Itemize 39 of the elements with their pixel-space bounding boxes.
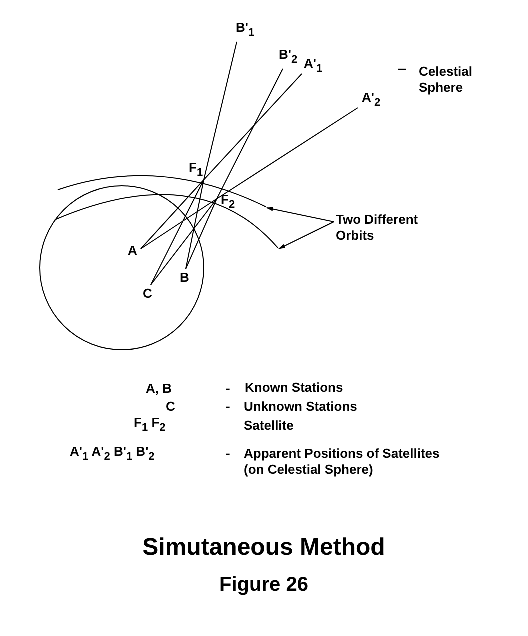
figure-caption: Figure 26: [218, 574, 310, 597]
sight-line: [186, 180, 204, 270]
legend-term: F$_{1}$ F$_{2}$: [134, 415, 166, 436]
point-label: A'$_{2}$: [362, 90, 381, 111]
legend-term: C: [166, 399, 176, 415]
legend-dash: -: [226, 381, 230, 397]
sight-line: [140, 198, 218, 250]
sight-line: [150, 198, 218, 286]
diagram-title: Simutaneous Method: [142, 534, 386, 562]
legend-term: A, B: [146, 381, 172, 397]
sight-line: [216, 68, 284, 200]
orbit-arc-end: [238, 194, 266, 208]
leader-arrow: [266, 207, 334, 222]
legend-dash: -: [226, 446, 230, 462]
dash-mark: –: [398, 62, 407, 78]
point-label: A'$_{1}$: [304, 56, 323, 77]
sight-line: [204, 42, 238, 180]
point-label: B'$_{2}$: [279, 47, 298, 68]
sight-line: [140, 180, 204, 250]
legend-description: Unknown Stations: [244, 399, 358, 415]
legend-description: Satellite: [244, 418, 294, 434]
sight-line: [216, 108, 358, 200]
legend-dash: -: [226, 399, 230, 415]
point-label: B'$_{1}$: [236, 20, 255, 41]
point-label: F$_{2}$: [221, 192, 236, 213]
annotation: Celestial Sphere: [419, 64, 474, 96]
point-label: C: [143, 286, 152, 302]
leader-arrow: [278, 222, 334, 250]
point-label: A: [128, 243, 138, 259]
legend-description: Apparent Positions of Satellites (on Celestial Sphere): [244, 446, 441, 478]
annotation-text: Two Different Orbits: [336, 212, 426, 244]
sight-line: [150, 180, 204, 286]
sight-line: [204, 74, 302, 180]
legend-description: Known Stations: [245, 380, 344, 396]
point-label: B: [180, 270, 190, 286]
legend-term: A'$_{1}$ A'$_{2}$ B'$_{1}$ B'$_{2}$: [70, 444, 155, 465]
point-label: F$_{1}$: [189, 160, 204, 181]
orbit-arc-end: [244, 218, 278, 248]
sight-line: [186, 198, 218, 270]
